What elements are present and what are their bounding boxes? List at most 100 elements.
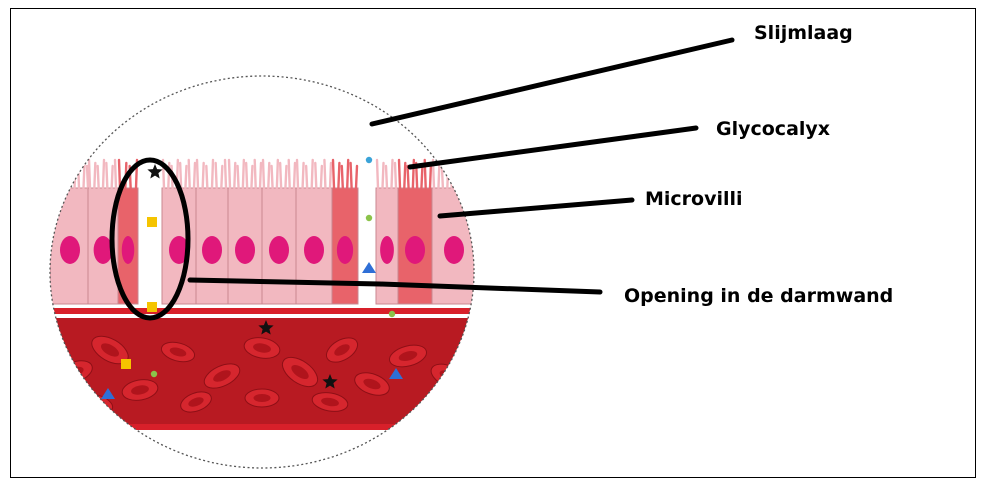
label-glycocalyx: Glycocalyx: [716, 118, 830, 140]
microvillus: [189, 160, 190, 188]
microvillus: [474, 160, 475, 188]
microvillus: [69, 163, 70, 188]
microvillus: [294, 163, 295, 188]
dot-particle: [151, 371, 157, 377]
nucleus: [380, 236, 394, 264]
triangle-particle: [362, 262, 376, 273]
microvillus: [89, 160, 90, 188]
microvillus: [383, 163, 384, 188]
microvillus: [342, 166, 343, 188]
microvillus: [212, 160, 213, 188]
microvillus: [469, 166, 470, 188]
microvillus: [255, 160, 256, 188]
microvillus: [98, 166, 99, 188]
nucleus: [202, 236, 222, 264]
microvillus: [277, 160, 278, 188]
pointer-line-microvilli: [440, 200, 632, 216]
microvillus: [386, 166, 387, 188]
nucleus: [235, 236, 255, 264]
microvillus: [338, 163, 339, 188]
microvillus: [87, 166, 88, 188]
microvillus: [268, 163, 269, 188]
microvillus: [251, 166, 252, 188]
microvillus: [377, 160, 378, 188]
blood-vessel: [40, 318, 490, 430]
label-opening: Opening in de darmwand: [624, 285, 893, 307]
vessel-wall-top: [40, 308, 490, 314]
microvillus: [112, 166, 113, 188]
label-slijmlaag: Slijmlaag: [754, 22, 853, 44]
microvillus: [272, 166, 273, 188]
microvillus: [356, 166, 357, 188]
microvillus: [392, 160, 393, 188]
microvillus: [57, 163, 58, 188]
dot-particle: [389, 311, 395, 317]
microvillus: [75, 166, 76, 188]
epithelial-cell: [118, 160, 138, 304]
microvillus: [225, 160, 226, 188]
dot-particle: [366, 157, 372, 163]
rbc-center: [254, 394, 271, 402]
microvillus: [421, 166, 422, 188]
microvillus: [180, 163, 181, 188]
nucleus: [269, 236, 289, 264]
microvillus: [185, 166, 186, 188]
microvillus: [465, 163, 466, 188]
nucleus: [304, 236, 324, 264]
microvillus: [60, 166, 61, 188]
microvillus: [194, 163, 195, 188]
mucus-layer: [40, 70, 490, 170]
microvillus: [321, 166, 322, 188]
epithelial-cell: [50, 160, 90, 304]
microvillus: [263, 160, 264, 188]
microvillus: [51, 160, 52, 188]
square-particle: [147, 217, 157, 227]
microvillus: [229, 160, 230, 188]
microvillus: [438, 163, 439, 188]
microvillus: [106, 163, 107, 188]
microvillus: [333, 160, 334, 188]
magnified-section: [40, 70, 490, 430]
microvillus: [404, 163, 405, 188]
microvillus: [246, 163, 247, 188]
microvillus: [306, 166, 307, 188]
nucleus: [122, 236, 135, 264]
dot-particle: [366, 215, 372, 221]
square-particle: [147, 302, 157, 312]
microvillus: [460, 160, 461, 188]
microvillus: [351, 163, 352, 188]
microvillus: [289, 160, 290, 188]
microvillus: [221, 166, 222, 188]
microvillus: [203, 163, 204, 188]
microvillus: [303, 163, 304, 188]
microvillus: [297, 160, 298, 188]
microvillus: [216, 163, 217, 188]
microvillus: [347, 160, 348, 188]
nucleus: [60, 236, 80, 264]
microvillus: [408, 166, 409, 188]
epithelial-cell: [432, 160, 476, 304]
label-microvilli: Microvilli: [645, 188, 743, 210]
microvillus: [238, 166, 239, 188]
microvillus: [206, 166, 207, 188]
microvillus: [66, 160, 67, 188]
microvillus: [285, 166, 286, 188]
microvillus: [456, 166, 457, 188]
microvillus: [197, 160, 198, 188]
vessel-wall-bottom: [40, 424, 490, 430]
microvillus: [330, 163, 331, 188]
microvillus: [119, 160, 120, 188]
microvillus: [115, 160, 116, 188]
square-particle: [121, 359, 131, 369]
microvillus: [243, 160, 244, 188]
nucleus: [405, 236, 425, 264]
microvillus: [395, 163, 396, 188]
microvillus: [94, 163, 95, 188]
pointer-line-slijmlaag: [372, 40, 732, 124]
red-blood-cell: [245, 389, 279, 407]
pointer-line-glycocalyx: [410, 128, 696, 167]
microvillus: [103, 160, 104, 188]
microvillus: [234, 163, 235, 188]
nucleus: [444, 236, 464, 264]
